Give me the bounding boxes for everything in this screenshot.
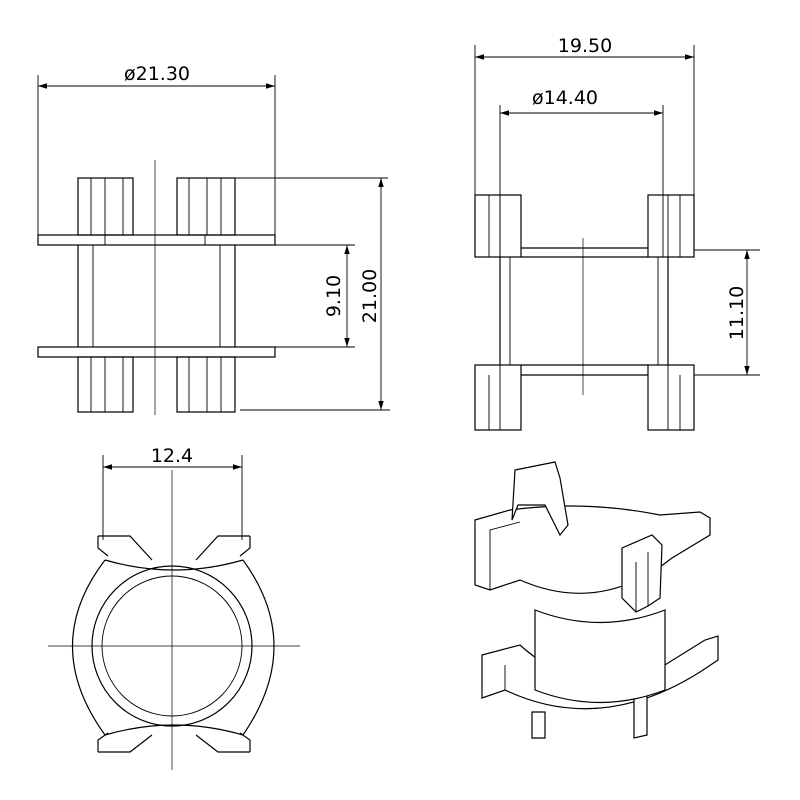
top-inner-width-label: 12.4 (151, 445, 193, 467)
side-overall-width-label: 19.50 (558, 35, 612, 57)
side-core-diameter-label: ø14.40 (532, 87, 598, 109)
front-view: ø21.30 9.10 21.00 (37, 63, 390, 415)
isometric-view (474, 461, 719, 739)
side-pin-height-label: 11.10 (726, 286, 748, 340)
top-view: 12.4 (48, 445, 300, 770)
front-outer-diameter-label: ø21.30 (124, 63, 190, 85)
front-overall-height-label: 21.00 (359, 269, 381, 323)
side-view: 19.50 ø14.40 11.10 (474, 35, 760, 431)
front-window-height-label: 9.10 (323, 275, 345, 317)
